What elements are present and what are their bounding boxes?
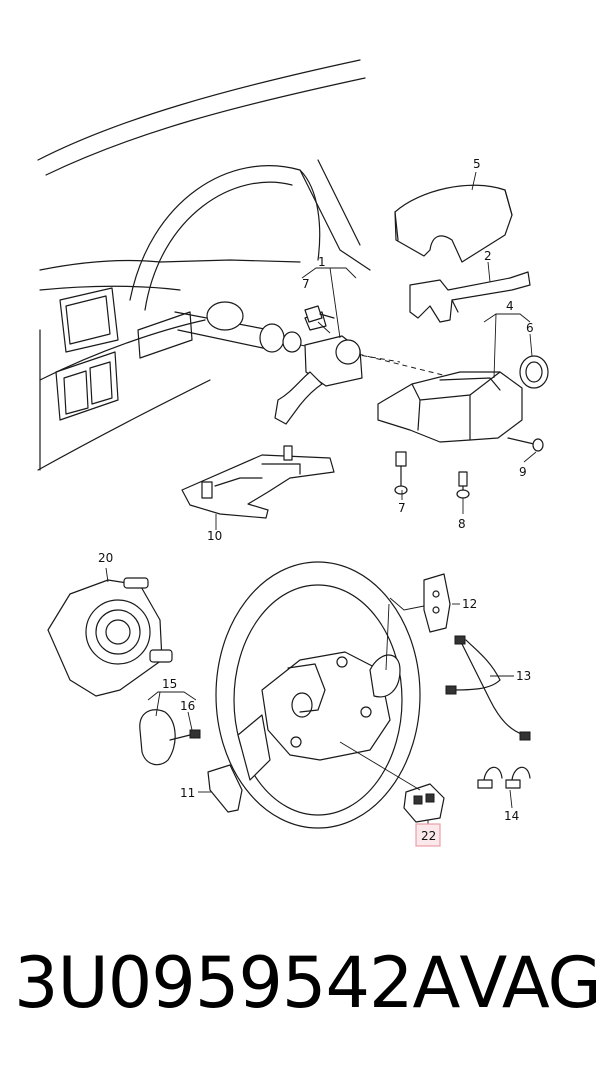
- wiring-harness: [445, 635, 531, 789]
- callout-12: 12: [462, 597, 477, 611]
- dashboard-illustration: [37, 59, 371, 471]
- callout-15: 15: [162, 677, 177, 691]
- clock-spring: [47, 577, 173, 697]
- callout-20: 20: [98, 551, 113, 565]
- screws: [304, 305, 544, 499]
- callout-10: 10: [207, 529, 222, 543]
- callout-7-bottom: 7: [398, 501, 406, 515]
- callout-4: 4: [506, 299, 514, 313]
- bracket-10: [181, 445, 335, 519]
- callout-16: 16: [180, 699, 195, 713]
- steering-column-shaft: [174, 301, 456, 379]
- callout-11: 11: [180, 786, 195, 800]
- callout-8: 8: [458, 517, 466, 531]
- steering-wheel: [215, 561, 421, 829]
- callout-labels: 1 2 4 5 6 7 7 8 9 10 11 12 13 14 15 16 2…: [98, 157, 534, 843]
- callout-13: 13: [516, 669, 531, 683]
- callout-leaders: [105, 171, 537, 826]
- horn-plate: [139, 709, 201, 766]
- callout-2: 2: [484, 249, 492, 263]
- column-upper-cover: [394, 184, 513, 263]
- part-caption: 3U0959542A VAG: [0, 938, 600, 1028]
- callout-5: 5: [473, 157, 481, 171]
- brand-name: VAG: [459, 942, 600, 1024]
- callout-9: 9: [519, 465, 527, 479]
- callout-1: 1: [318, 255, 326, 269]
- part-number: 3U0959542A: [14, 942, 460, 1024]
- wiper-stalk-switch: [409, 271, 531, 323]
- callout-7-top: 7: [302, 277, 310, 291]
- callout-14: 14: [504, 809, 519, 823]
- switch-22: [403, 783, 445, 823]
- exploded-parts-diagram: 1 2 4 5 6 7 7 8 9 10 11 12 13 14 15 16 2…: [37, 59, 549, 847]
- callout-6: 6: [526, 321, 534, 335]
- combination-switch: [274, 311, 363, 425]
- ring-6: [519, 355, 549, 389]
- callout-22: 22: [421, 829, 436, 843]
- callout-22-highlight: [415, 823, 441, 847]
- column-lower-trim: [377, 371, 523, 443]
- multifunction-buttons: [207, 573, 451, 813]
